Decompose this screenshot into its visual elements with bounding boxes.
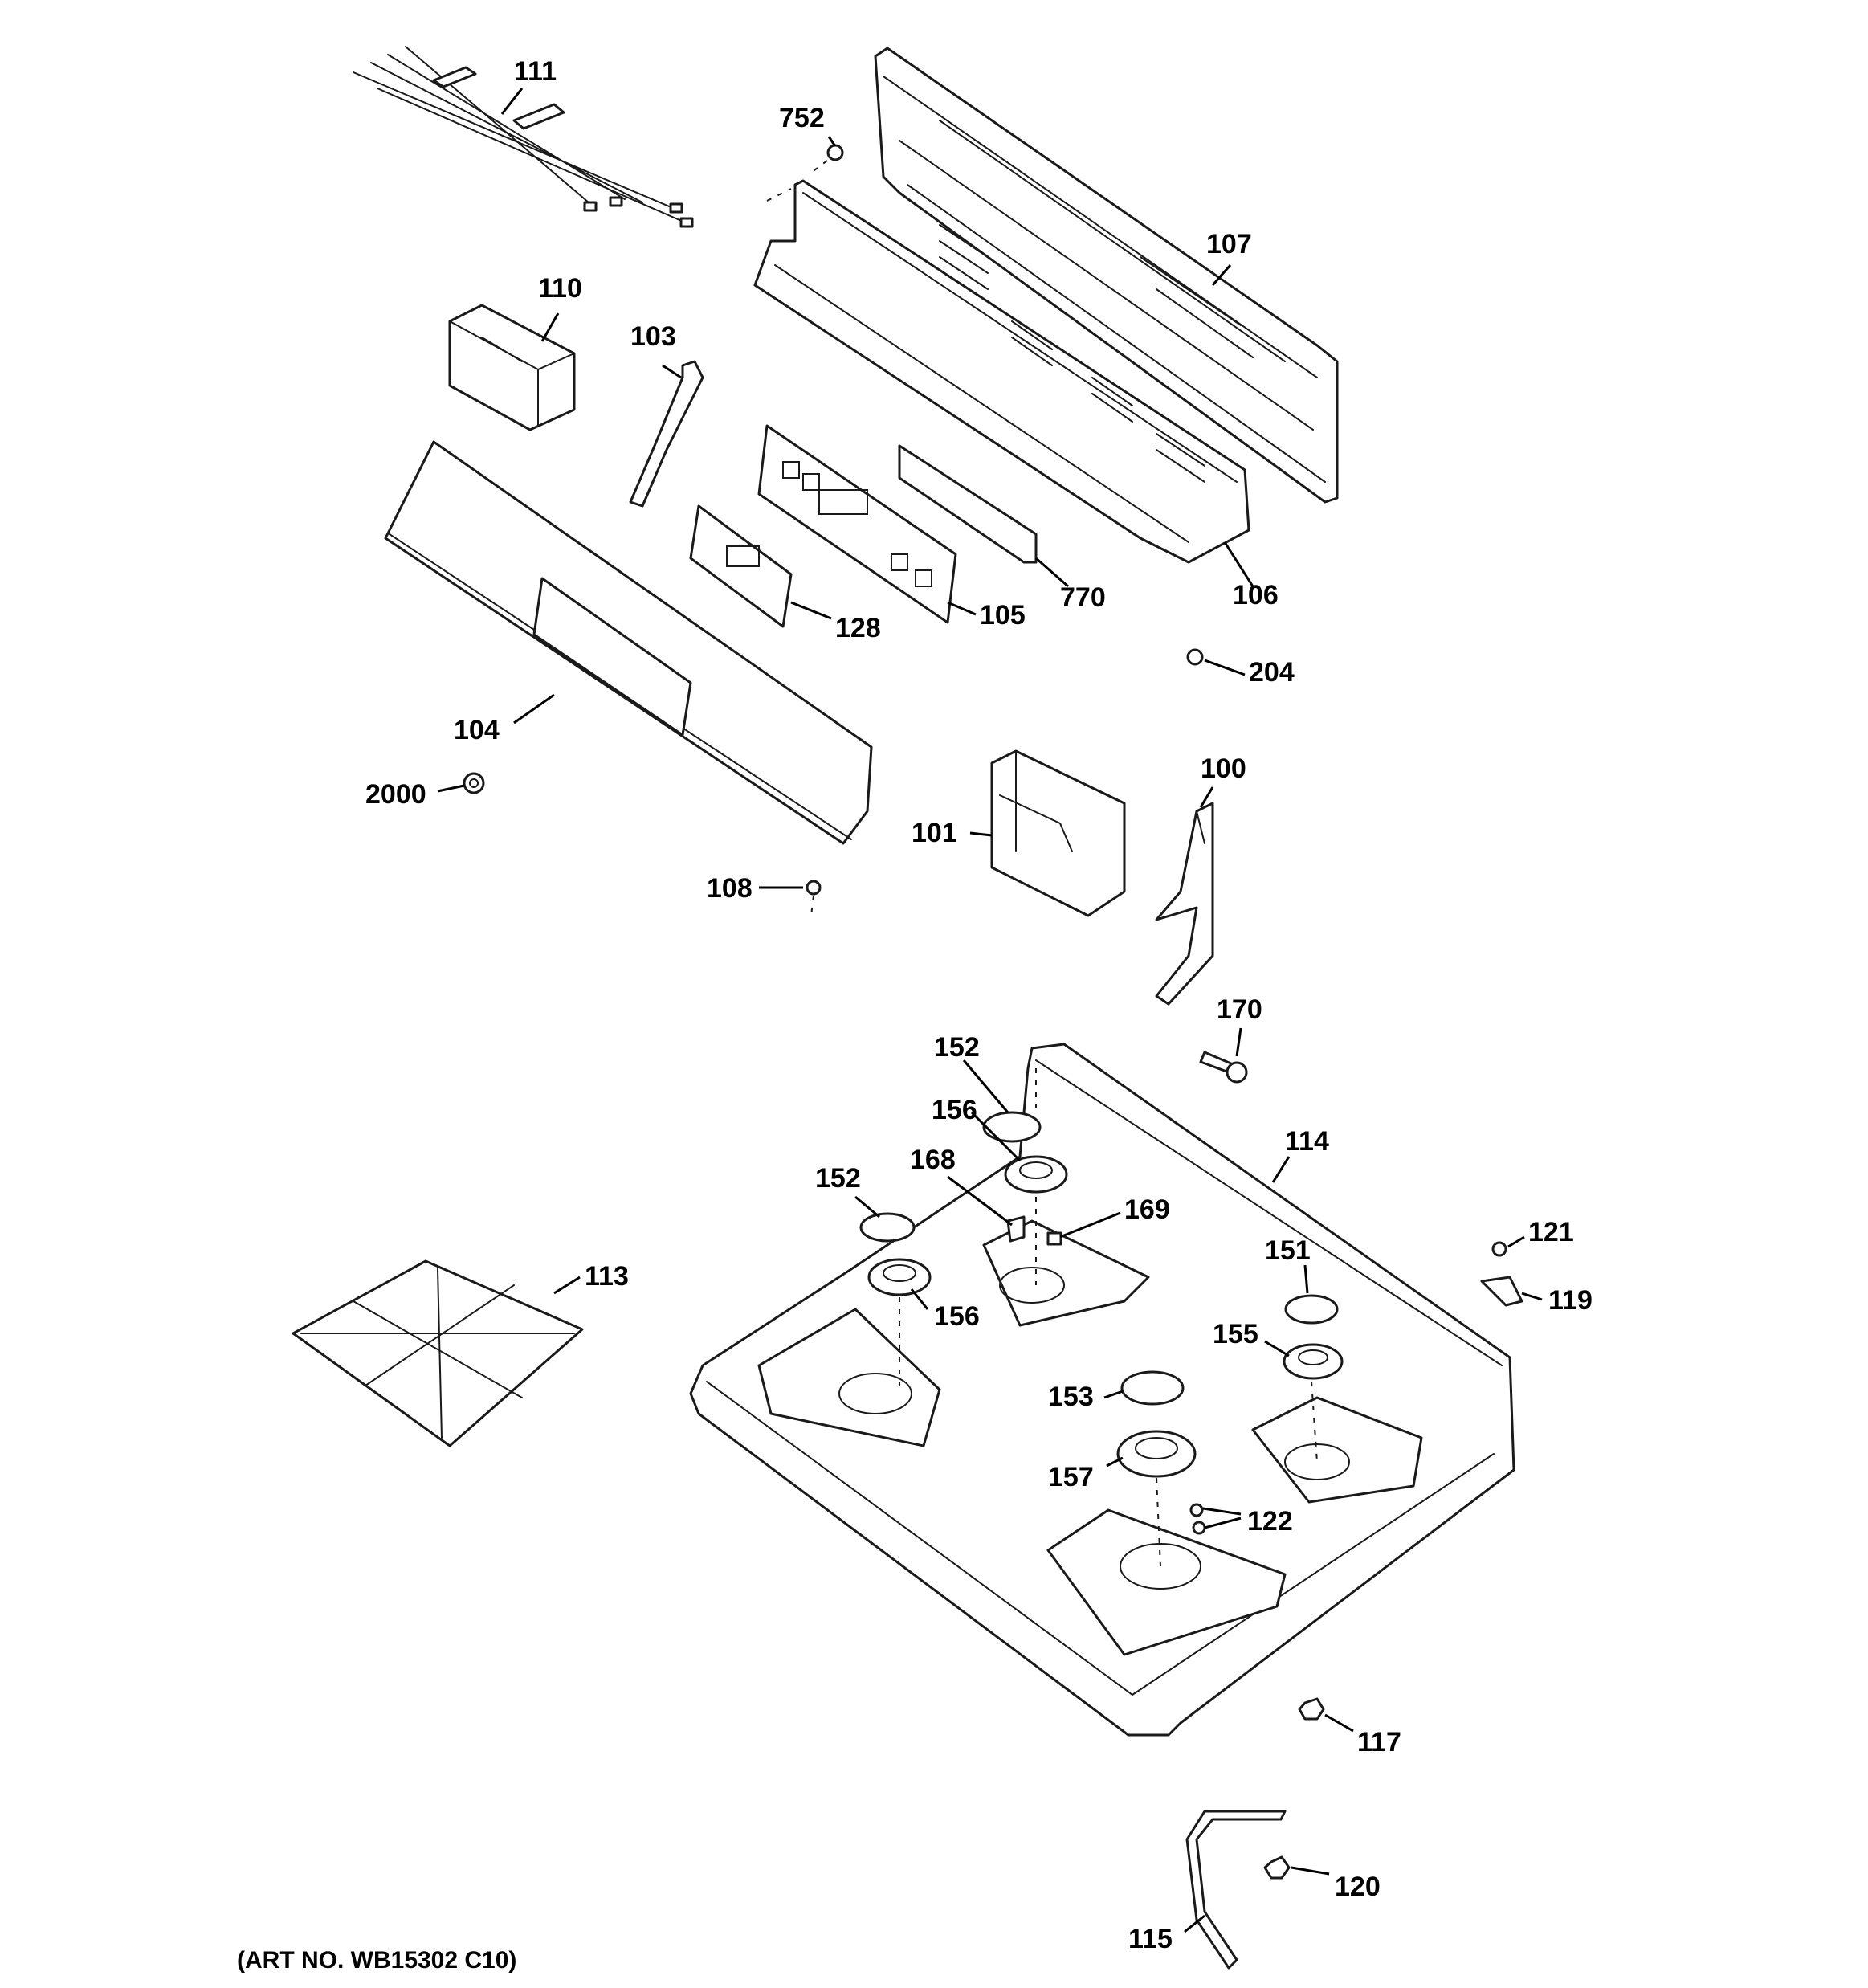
part-128-keypad-overlay bbox=[689, 504, 793, 628]
part-104-control-panel bbox=[384, 440, 873, 845]
callout-121: 121 bbox=[1528, 1217, 1574, 1247]
callout-107: 107 bbox=[1206, 229, 1252, 259]
callout-152-rear: 152 bbox=[934, 1032, 980, 1063]
part-156-burner-head-rear-left bbox=[1004, 1155, 1068, 1194]
callout-110: 110 bbox=[538, 273, 582, 304]
callout-108: 108 bbox=[707, 873, 753, 904]
part-121-screw bbox=[1491, 1241, 1507, 1257]
callout-115: 115 bbox=[1128, 1924, 1173, 1954]
part-110-relay-board bbox=[448, 304, 576, 431]
part-152-burner-cap-front-left bbox=[859, 1212, 916, 1243]
callout-157: 157 bbox=[1048, 1462, 1094, 1492]
part-119-bracket bbox=[1480, 1276, 1523, 1307]
burner-axis-lines bbox=[899, 1068, 1318, 1567]
callout-labels: 111 752 107 110 103 770 106 128 105 204 … bbox=[365, 56, 1593, 1954]
part-122-orifice bbox=[1189, 1503, 1206, 1535]
callout-770: 770 bbox=[1060, 582, 1106, 613]
part-107-backsplash-panel bbox=[874, 47, 1339, 504]
part-157-burner-head-front-right bbox=[1116, 1430, 1197, 1478]
part-105-control-board bbox=[757, 424, 957, 624]
callout-752: 752 bbox=[779, 103, 825, 133]
callout-169: 169 bbox=[1124, 1194, 1170, 1225]
callout-156-front: 156 bbox=[934, 1301, 980, 1332]
part-100-burner-shield bbox=[1155, 802, 1214, 1006]
part-117-nut bbox=[1298, 1697, 1325, 1721]
callout-128: 128 bbox=[835, 613, 881, 643]
part-752-screw bbox=[810, 144, 844, 173]
part-152-burner-cap-rear-left bbox=[982, 1111, 1042, 1143]
part-170-screw bbox=[1199, 1051, 1248, 1084]
part-106-manifold-panel bbox=[753, 179, 1250, 564]
callout-2000: 2000 bbox=[365, 779, 426, 810]
part-156-burner-head-front-left bbox=[867, 1258, 932, 1296]
callout-152-front: 152 bbox=[815, 1163, 861, 1194]
part-168-electrode bbox=[1006, 1215, 1026, 1243]
part-114-cooktop bbox=[689, 1043, 1515, 1737]
callout-111: 111 bbox=[514, 56, 557, 87]
callout-113: 113 bbox=[585, 1261, 629, 1292]
callout-155: 155 bbox=[1213, 1319, 1258, 1349]
part-169-electrode-bracket bbox=[1046, 1231, 1062, 1246]
part-103-bracket bbox=[629, 360, 704, 508]
callout-168: 168 bbox=[910, 1145, 956, 1175]
callout-105: 105 bbox=[980, 600, 1026, 631]
part-111-wire-harness bbox=[353, 46, 694, 228]
callout-106: 106 bbox=[1233, 580, 1279, 610]
callout-100: 100 bbox=[1201, 753, 1246, 784]
part-155-burner-head-rear-right bbox=[1283, 1343, 1344, 1380]
callout-114: 114 bbox=[1285, 1126, 1329, 1157]
callout-103: 103 bbox=[630, 321, 676, 352]
callout-119: 119 bbox=[1548, 1285, 1593, 1316]
callout-156-rear: 156 bbox=[932, 1095, 977, 1125]
callout-120: 120 bbox=[1335, 1872, 1381, 1902]
callout-leaders bbox=[437, 88, 1543, 1933]
part-101-valve-shield bbox=[990, 749, 1126, 917]
part-120-nut bbox=[1263, 1855, 1291, 1880]
callout-170: 170 bbox=[1217, 994, 1262, 1025]
callout-117: 117 bbox=[1357, 1727, 1401, 1757]
part-151-burner-cap-rear-right bbox=[1284, 1294, 1339, 1325]
callout-104: 104 bbox=[454, 715, 500, 745]
callout-122: 122 bbox=[1247, 1506, 1293, 1537]
part-108-screw bbox=[806, 880, 822, 916]
part-770-bracket bbox=[898, 444, 1038, 564]
part-153-burner-cap-front-right bbox=[1120, 1370, 1185, 1406]
part-204-screw bbox=[1186, 648, 1204, 666]
callout-101: 101 bbox=[912, 818, 957, 848]
callout-153: 153 bbox=[1048, 1382, 1094, 1412]
art-number-label: (ART NO. WB15302 C10) bbox=[237, 1947, 516, 1974]
part-115-gas-tube bbox=[1185, 1810, 1287, 1970]
callout-151: 151 bbox=[1265, 1235, 1311, 1266]
callout-204: 204 bbox=[1249, 657, 1295, 688]
part-113-burner-grate bbox=[292, 1259, 584, 1447]
part-2000-grommet bbox=[463, 772, 485, 794]
